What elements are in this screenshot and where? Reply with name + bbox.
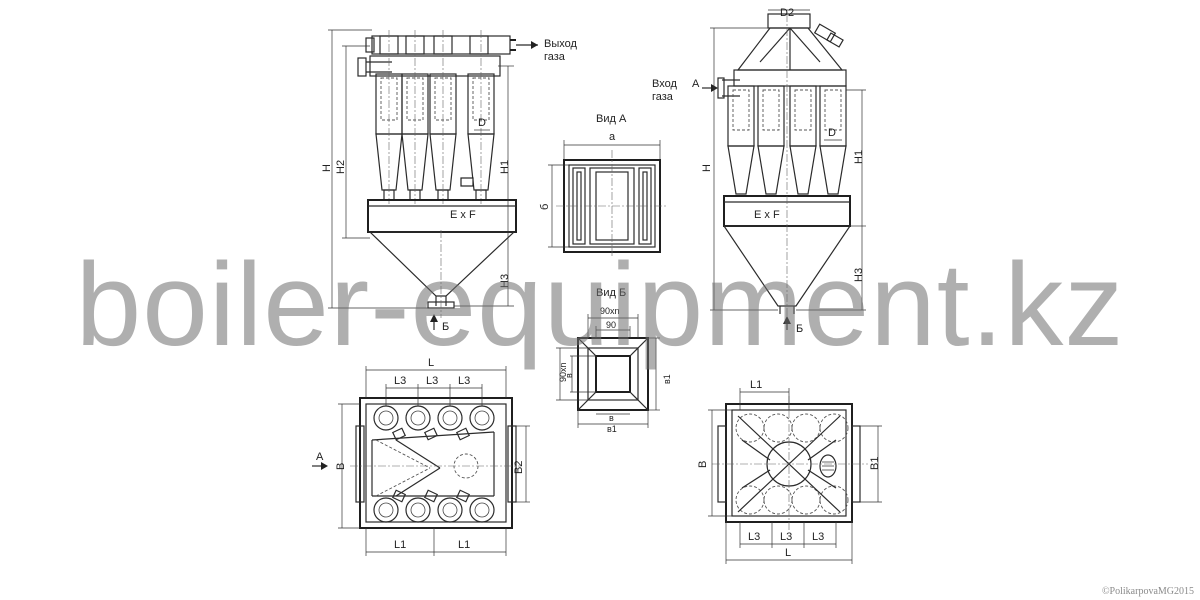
label-arrow-a-right: А bbox=[692, 78, 700, 90]
label-D-right: D bbox=[828, 127, 836, 139]
label-H3-left: H3 bbox=[499, 274, 511, 288]
label-B-right-plan: B bbox=[697, 461, 709, 468]
label-view-b: Вид Б bbox=[596, 287, 626, 299]
label-gas-in-1: Вход bbox=[652, 78, 677, 90]
label-L3-right-1: L3 bbox=[748, 531, 760, 543]
label-view-b-90: 90 bbox=[606, 320, 616, 330]
label-L-right: L bbox=[785, 547, 791, 559]
label-view-a-a: a bbox=[609, 131, 616, 143]
label-H1-left: H1 bbox=[499, 160, 511, 174]
label-L1-left-2: L1 bbox=[458, 539, 470, 551]
left-elevation-view bbox=[328, 29, 538, 330]
group-cyclone-3 bbox=[789, 85, 817, 195]
label-H1-right: H1 bbox=[853, 150, 865, 164]
right-elevation-view bbox=[702, 9, 866, 330]
label-ExF-right: E x F bbox=[754, 209, 780, 221]
cyclone-unit-3 bbox=[429, 30, 457, 204]
label-view-b-v-bottom: в bbox=[609, 413, 614, 423]
group-cyclone-1 bbox=[727, 85, 755, 195]
label-view-b-v1-side: в1 bbox=[662, 374, 672, 384]
label-view-a: Вид А bbox=[596, 113, 627, 125]
label-B1-right-plan: B1 bbox=[869, 457, 881, 470]
label-B-arrow-left: Б bbox=[442, 321, 449, 333]
label-B-arrow-right: Б bbox=[796, 323, 803, 335]
label-L3-left-2: L3 bbox=[426, 375, 438, 387]
cyclone-unit-2 bbox=[401, 30, 429, 204]
view-b-drawing bbox=[556, 314, 660, 428]
label-B-left-plan: B bbox=[335, 463, 347, 470]
label-L1-right: L1 bbox=[750, 379, 762, 391]
label-H3-right: H3 bbox=[853, 268, 865, 282]
cyclone-unit-4 bbox=[467, 30, 495, 204]
right-plan-view bbox=[708, 388, 882, 564]
label-B2-left-plan: B2 bbox=[513, 461, 525, 474]
group-cyclone-4 bbox=[819, 85, 847, 195]
label-H-right: H bbox=[701, 164, 713, 172]
label-L3-left-1: L3 bbox=[394, 375, 406, 387]
label-view-a-b: б bbox=[539, 204, 551, 210]
valve-top bbox=[813, 23, 844, 48]
label-H-left: H bbox=[321, 164, 333, 172]
label-arrow-a-left: А bbox=[316, 451, 324, 463]
label-view-b-v-side: в bbox=[564, 373, 574, 378]
copyright-notice: ©PolikarpovaMG2015 bbox=[1101, 586, 1194, 597]
label-L3-right-2: L3 bbox=[780, 531, 792, 543]
label-view-b-90xn-top: 90xn bbox=[600, 306, 620, 316]
group-cyclone-2 bbox=[757, 85, 785, 195]
label-L3-right-3: L3 bbox=[812, 531, 824, 543]
view-a-drawing bbox=[548, 140, 668, 258]
label-view-b-v1-bottom: в1 bbox=[607, 424, 617, 434]
label-ExF-left: E x F bbox=[450, 209, 476, 221]
label-gas-out-1: Выход bbox=[544, 38, 577, 50]
label-gas-in-2: газа bbox=[652, 91, 674, 103]
label-H2-left: H2 bbox=[335, 160, 347, 174]
label-D-left: D bbox=[478, 117, 486, 129]
label-L3-left-3: L3 bbox=[458, 375, 470, 387]
label-gas-out-2: газа bbox=[544, 51, 566, 63]
label-L-left: L bbox=[428, 357, 434, 369]
label-D2: D2 bbox=[780, 7, 794, 19]
label-L1-left-1: L1 bbox=[394, 539, 406, 551]
left-plan-view bbox=[312, 366, 530, 556]
label-view-b-90xn-side: 90xn bbox=[558, 362, 568, 382]
